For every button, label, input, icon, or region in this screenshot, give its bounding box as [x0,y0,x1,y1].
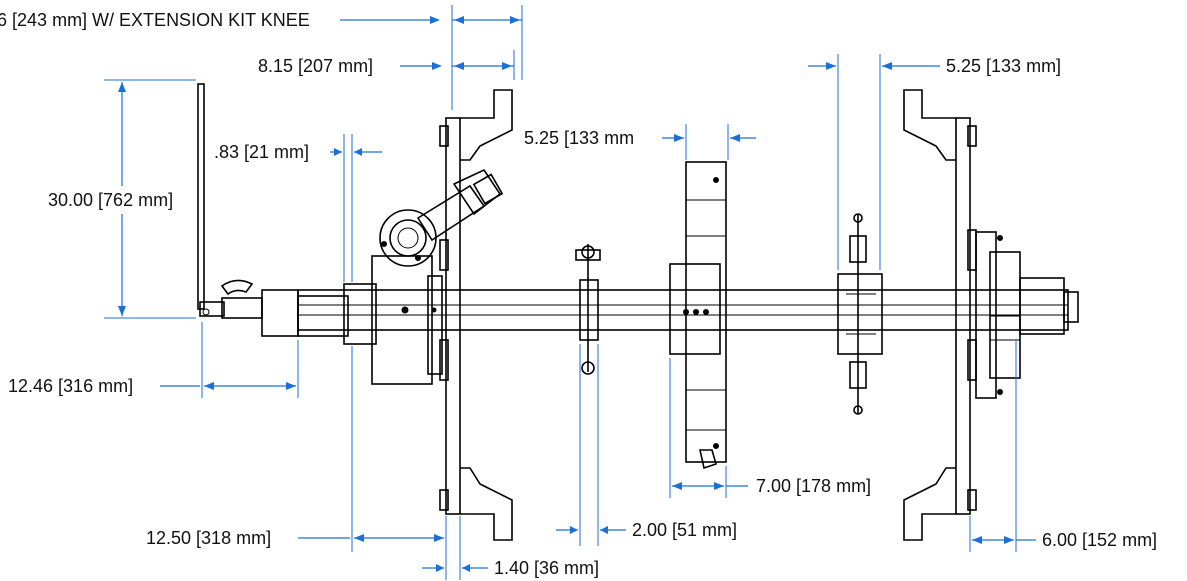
dimension-6-00: 6.00 [152 mm] [1042,530,1158,550]
dimension-extension-kit: 9.56 [243 mm] W/ EXTENSION KIT KNEE [0,10,310,30]
dimension-8-15: 8.15 [207 mm] [258,56,374,76]
dimension-12-50: 12.50 [318 mm] [146,528,272,548]
dimension-30-00: 30.00 [762 mm] [48,190,174,210]
dimension-2-00: 2.00 [51 mm] [632,520,738,540]
machine-outline [197,83,1079,541]
dimension-12-46: 12.46 [316 mm] [8,376,134,396]
dimension-7-00: 7.00 [178 mm] [756,476,872,496]
dimension-0-83: .83 [21 mm] [214,142,310,162]
dimension-1-40: 1.40 [36 mm] [494,558,600,578]
dimension-5-25-center: 5.25 [133 mm [524,128,635,148]
dimension-lines [104,5,1036,580]
dimension-5-25-right: 5.25 [133 mm] [946,56,1062,76]
